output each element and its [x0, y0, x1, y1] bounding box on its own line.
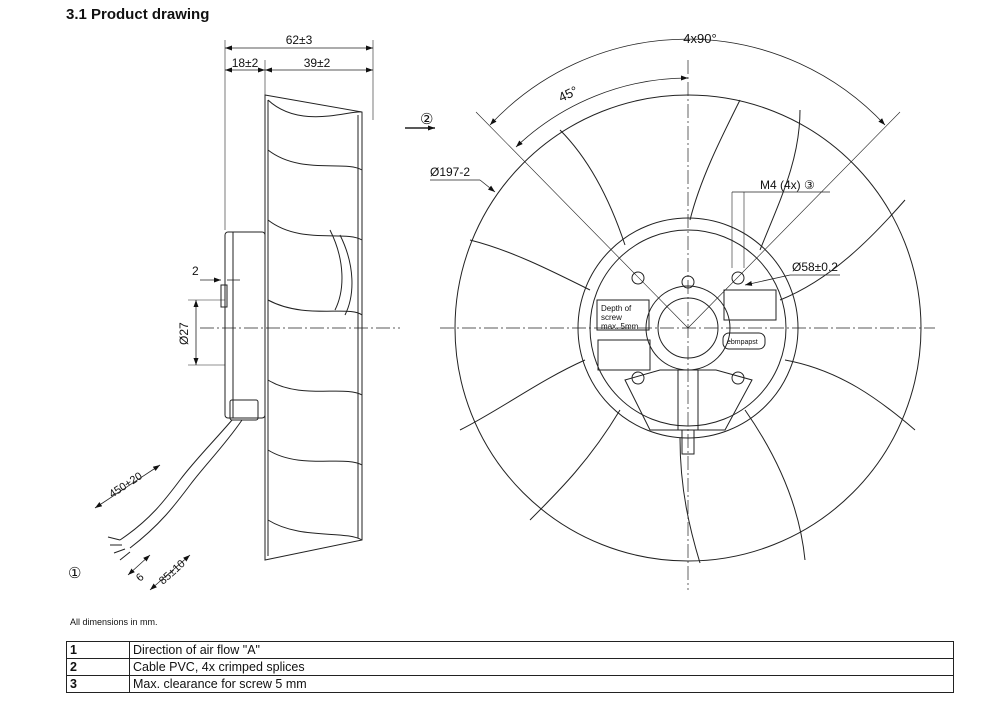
dim-strip-length: 6	[134, 571, 147, 584]
callout-1: ①	[68, 565, 81, 582]
legend-table: 1 Direction of air flow "A" 2 Cable PVC,…	[66, 641, 954, 693]
depth-note-line-2: screw	[601, 313, 622, 322]
legend-text: Direction of air flow "A"	[129, 641, 954, 659]
dim-cable-length: 450+20	[107, 470, 145, 500]
legend-text: Cable PVC, 4x crimped splices	[129, 658, 954, 676]
dim-hub-diameter: Ø27	[177, 322, 191, 345]
depth-note-line-3: max. 5mm	[601, 322, 639, 331]
dim-bolt-circle: Ø58±0.2	[792, 260, 838, 274]
dim-hub-step: 2	[192, 264, 199, 278]
dim-angle-total: 4x90°	[683, 31, 716, 46]
section-title: 3.1 Product drawing	[66, 6, 210, 23]
dim-left-length: 18±2	[232, 56, 259, 70]
screw-label: M4 (4x) ③	[760, 178, 815, 192]
dim-outer-diameter: Ø197-2	[430, 165, 470, 179]
legend-row: 3 Max. clearance for screw 5 mm	[66, 675, 954, 693]
legend-row: 1 Direction of air flow "A"	[66, 641, 954, 659]
legend-text: Max. clearance for screw 5 mm	[129, 675, 954, 693]
dim-overall-length: 62±3	[286, 33, 313, 47]
front-view	[405, 38, 935, 590]
dim-angle-half: 45°	[556, 83, 580, 105]
dimensions-note: All dimensions in mm.	[70, 617, 158, 627]
callout-2: ②	[420, 111, 433, 128]
brand-label: ebmpapst	[727, 339, 758, 346]
side-view	[94, 40, 400, 591]
legend-number: 2	[66, 658, 130, 676]
legend-number: 3	[66, 675, 130, 693]
dim-right-length: 39±2	[304, 56, 331, 70]
legend-number: 1	[66, 641, 130, 659]
legend-row: 2 Cable PVC, 4x crimped splices	[66, 658, 954, 676]
depth-note-line-1: Depth of	[601, 304, 632, 313]
product-drawing: 62±3 18±2 39±2 2 Ø27 450+20 6 85±10 ①	[68, 31, 935, 591]
dim-lead-length: 85±10	[157, 558, 188, 587]
